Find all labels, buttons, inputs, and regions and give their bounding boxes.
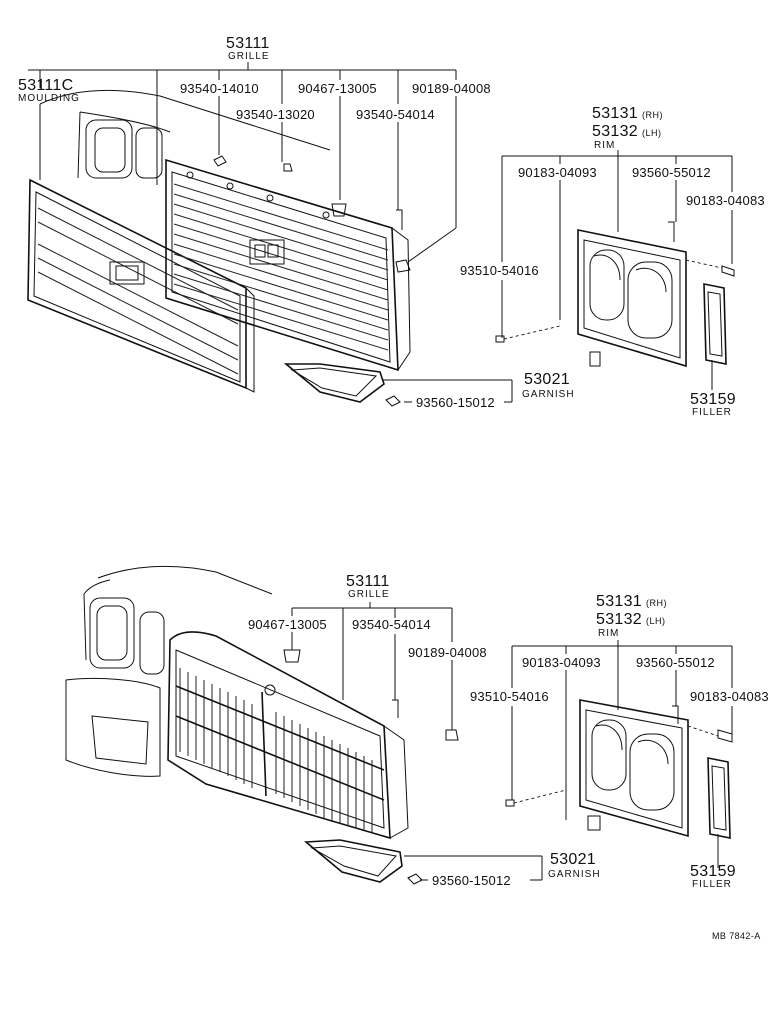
top-part-93540-13020: 93540-13020 <box>236 107 315 122</box>
top-rim-shape <box>577 229 723 368</box>
top-garnish-name: GARNISH <box>522 389 575 400</box>
bottom-garnish-shape <box>303 839 403 883</box>
top-moulding-number: 53111C <box>18 77 74 94</box>
top-fasteners <box>213 155 675 407</box>
diagram-reference-code: MB 7842-A <box>712 931 761 941</box>
top-garnish-shape <box>283 363 385 403</box>
bottom-part-90183-04083: 90183-04083 <box>690 689 769 704</box>
top-part-90183-04083: 90183-04083 <box>686 193 765 208</box>
bottom-grille-shape <box>167 631 409 840</box>
bottom-part-93560-55012: 93560-55012 <box>636 655 715 670</box>
top-part-93540-14010: 93540-14010 <box>180 81 259 96</box>
bottom-part-93540-54014: 93540-54014 <box>352 617 431 632</box>
bottom-rim-lh-suffix: (LH) <box>646 616 666 626</box>
bottom-fasteners <box>283 649 679 885</box>
bottom-rim-rh-number: 53131 (RH) <box>596 594 667 610</box>
bottom-part-93510-54016: 93510-54016 <box>470 689 549 704</box>
top-filler-name: FILLER <box>692 407 732 418</box>
bottom-garnish-name: GARNISH <box>548 869 601 880</box>
top-part-93540-54014: 93540-54014 <box>356 107 435 122</box>
bottom-rim-lh-number: 53132 (LH) <box>596 612 666 628</box>
top-garnish-number: 53021 <box>524 371 570 388</box>
top-part-90467-13005: 90467-13005 <box>298 81 377 96</box>
top-rim-lh-number-text: 53132 <box>592 123 638 140</box>
top-rim-lh-number: 53132 (LH) <box>592 124 662 140</box>
top-body-outline <box>39 90 331 179</box>
top-part-90183-04093: 90183-04093 <box>518 165 597 180</box>
top-grille-number: 53111 <box>226 35 270 52</box>
bottom-part-90467-13005: 90467-13005 <box>248 617 327 632</box>
top-part-93510-54016: 93510-54016 <box>460 263 539 278</box>
bottom-leader-lines <box>291 602 733 881</box>
bottom-grille-name: GRILLE <box>348 589 390 600</box>
top-moulding-name: MOULDING <box>18 93 80 104</box>
top-part-90189-04008: 90189-04008 <box>412 81 491 96</box>
top-part-93560-15012: 93560-15012 <box>416 395 495 410</box>
bottom-rim-lh-number-text: 53132 <box>596 611 642 628</box>
top-grille-name: GRILLE <box>228 51 270 62</box>
top-filler-shape <box>703 265 735 365</box>
top-grille-shape <box>165 158 411 372</box>
top-rim-lh-suffix: (LH) <box>642 128 662 138</box>
top-part-93560-55012: 93560-55012 <box>632 165 711 180</box>
bottom-body-outline <box>65 565 273 777</box>
bottom-grille-slats-right <box>275 712 373 832</box>
bottom-part-93560-15012: 93560-15012 <box>432 873 511 888</box>
top-rim-rh-suffix: (RH) <box>642 110 663 120</box>
bottom-filler-name: FILLER <box>692 879 732 890</box>
bottom-garnish-number: 53021 <box>550 851 596 868</box>
bottom-rim-rh-number-text: 53131 <box>596 593 642 610</box>
bottom-rim-name: RIM <box>598 628 620 639</box>
bottom-part-90189-04008: 90189-04008 <box>408 645 487 660</box>
bottom-part-90183-04093: 90183-04093 <box>522 655 601 670</box>
top-rim-rh-number: 53131 (RH) <box>592 106 663 122</box>
bottom-rim-shape <box>579 699 733 838</box>
bottom-grille-number: 53111 <box>346 573 390 590</box>
bottom-filler-shape <box>707 757 731 839</box>
top-rim-name: RIM <box>594 140 616 151</box>
bottom-filler-number: 53159 <box>690 863 736 880</box>
top-moulding-shape <box>27 178 255 393</box>
top-filler-number: 53159 <box>690 391 736 408</box>
top-rim-rh-number-text: 53131 <box>592 105 638 122</box>
bottom-rim-rh-suffix: (RH) <box>646 598 667 608</box>
